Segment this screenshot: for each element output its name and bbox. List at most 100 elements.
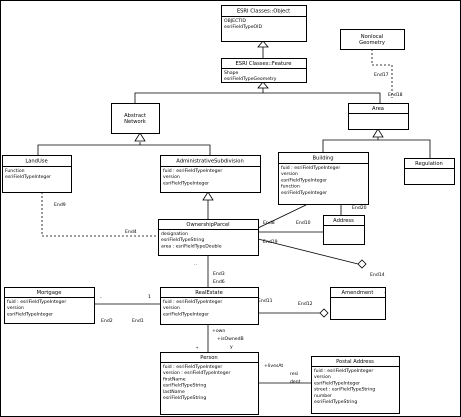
- class-name: ESRI Classes::Feature: [236, 61, 292, 67]
- class-attribute: Function: [5, 168, 25, 174]
- class-attribute: version: [281, 171, 298, 177]
- label-livesat: +livesAt: [264, 363, 283, 369]
- class-attribute: version: [163, 305, 180, 311]
- class-attribute: esriFieldTypeString: [314, 399, 357, 405]
- class-attribute: Shape: [224, 70, 239, 76]
- class-person[interactable]: Person fuid : esriFieldTypeIntegerversion…: [160, 352, 259, 415]
- class-address[interactable]: Address: [323, 215, 365, 245]
- label-y: y: [230, 345, 233, 350]
- class-name: AdministrativeSubdivision: [176, 159, 243, 165]
- class-attribute: fuid : esriFieldTypeInteger: [163, 364, 222, 370]
- label-end1: End1: [132, 318, 144, 324]
- label-end2: End2: [101, 318, 113, 324]
- class-name: Building: [312, 156, 333, 162]
- class-attribute: function: [281, 184, 300, 190]
- class-regulation[interactable]: Regulation: [404, 158, 455, 185]
- class-attribute: fuid : esriFieldTypeInteger: [7, 299, 66, 305]
- class-name: Geometry: [359, 40, 385, 46]
- class-name: OwnershipParcel: [186, 222, 229, 228]
- class-box: [330, 287, 386, 320]
- gen-arrow-area: [372, 128, 384, 138]
- class-building[interactable]: Building fuid : esriFieldTypeIntegerversi…: [278, 152, 369, 205]
- class-attribute: esriFieldTypeString: [163, 395, 206, 401]
- class-name: Regulation: [415, 161, 443, 167]
- class-attribute: fuid : esriFieldTypeInteger: [314, 368, 373, 374]
- class-attribute: esriFieldTypeInteger: [281, 190, 327, 196]
- diamond-amendment-left: [319, 308, 329, 318]
- class-box: [404, 158, 455, 185]
- gen-arrow-network: [134, 132, 146, 142]
- class-box: [160, 155, 261, 193]
- gen-arrow-object: [257, 40, 269, 48]
- class-attribute: fuid : esriFieldTypeInteger: [163, 299, 222, 305]
- gen-arrow-feature: [257, 81, 269, 89]
- label-end19: End19: [263, 239, 278, 245]
- label-end9: End9: [54, 202, 66, 208]
- connectors: [37, 40, 431, 384]
- label-end12: End12: [298, 301, 313, 307]
- class-attribute: version: [7, 305, 24, 311]
- class-attribute: OBJECTID: [224, 18, 246, 24]
- multiplicity-person-top: *: [196, 346, 199, 352]
- class-name: LandUse: [25, 159, 47, 165]
- class-attribute: esriFieldTypeGeometry: [224, 76, 277, 82]
- gen-landuse-network: [37, 144, 211, 155]
- class-area[interactable]: Area: [348, 103, 409, 130]
- label-end6: End6: [213, 279, 225, 285]
- class-mortgage[interactable]: Mortgage fuid : esriFieldTypeIntegerversi…: [4, 287, 95, 324]
- class-postal[interactable]: Postal Address fuid : esriFieldTypeIntege…: [311, 356, 400, 414]
- class-name: Network: [124, 119, 146, 125]
- assoc-nonlocal-area: [371, 49, 393, 98]
- label-dent: dent: [290, 379, 301, 385]
- class-esri-object[interactable]: ESRI Classes::ObjectOBJECTIDesriFieldTyp…: [221, 5, 307, 42]
- class-name: RealEstate: [195, 290, 223, 296]
- gen-network-feature: [134, 92, 381, 103]
- class-name: Area: [372, 106, 384, 112]
- class-box: [4, 287, 95, 324]
- class-attribute: lastName: [163, 389, 185, 395]
- end-labels: End17 End18 End9 End4 End8 End10 End19 E…: [54, 72, 403, 385]
- gen-building-area: [322, 139, 431, 158]
- class-attribute: firstName: [163, 376, 186, 382]
- multiplicity-realestate-left: 1: [148, 294, 151, 300]
- class-box: [221, 5, 307, 42]
- class-box: [221, 58, 307, 83]
- class-attribute: esriFieldTypeString: [161, 237, 204, 243]
- class-ownership[interactable]: OwnershipParceldesignationesriFieldTypeS…: [158, 219, 259, 256]
- class-attribute: version : esriFieldTypeInteger: [163, 370, 230, 376]
- class-attribute: esriFieldTypeInteger: [314, 380, 360, 386]
- class-box: [111, 103, 160, 134]
- class-esri-feature[interactable]: ESRI Classes::FeatureShapeesriFieldTypeG…: [221, 58, 307, 83]
- class-box: [278, 152, 369, 205]
- class-attribute: esriFieldTypeInteger: [5, 174, 51, 180]
- label-resi: resi: [290, 371, 298, 377]
- class-box: [340, 29, 405, 50]
- class-name: Amendment: [342, 290, 374, 296]
- class-box: [323, 215, 365, 245]
- class-attribute: esriFieldTypeInteger: [163, 180, 209, 186]
- assoc-landuse-ownership: [41, 192, 158, 237]
- class-box: [160, 287, 259, 325]
- class-attribute: version: [163, 174, 180, 180]
- label-end20: End20: [352, 205, 367, 211]
- class-name: Mortgage: [37, 290, 62, 296]
- class-attribute: fuid : esriFieldTypeInteger: [281, 165, 340, 171]
- class-name: Nonlocal: [361, 34, 383, 40]
- class-name: Postal Address: [336, 359, 374, 365]
- label-end8: End8: [263, 220, 275, 226]
- class-name: Person: [200, 355, 217, 361]
- class-realestate[interactable]: RealEstate fuid : esriFieldTypeIntegerver…: [160, 287, 259, 325]
- class-attribute: esriFieldTypeString: [163, 383, 206, 389]
- classes: ESRI Classes::ObjectOBJECTIDesriFieldTyp…: [2, 5, 455, 415]
- assoc-ownership-building: [257, 204, 307, 229]
- class-attribute: esriFieldTypeOID: [224, 24, 263, 30]
- multiplicity-amendment: -: [384, 291, 386, 296]
- class-amendment[interactable]: Amendment: [330, 287, 386, 320]
- label-isowned: +isOwnedB: [217, 336, 244, 342]
- label-end14: End14: [370, 272, 385, 278]
